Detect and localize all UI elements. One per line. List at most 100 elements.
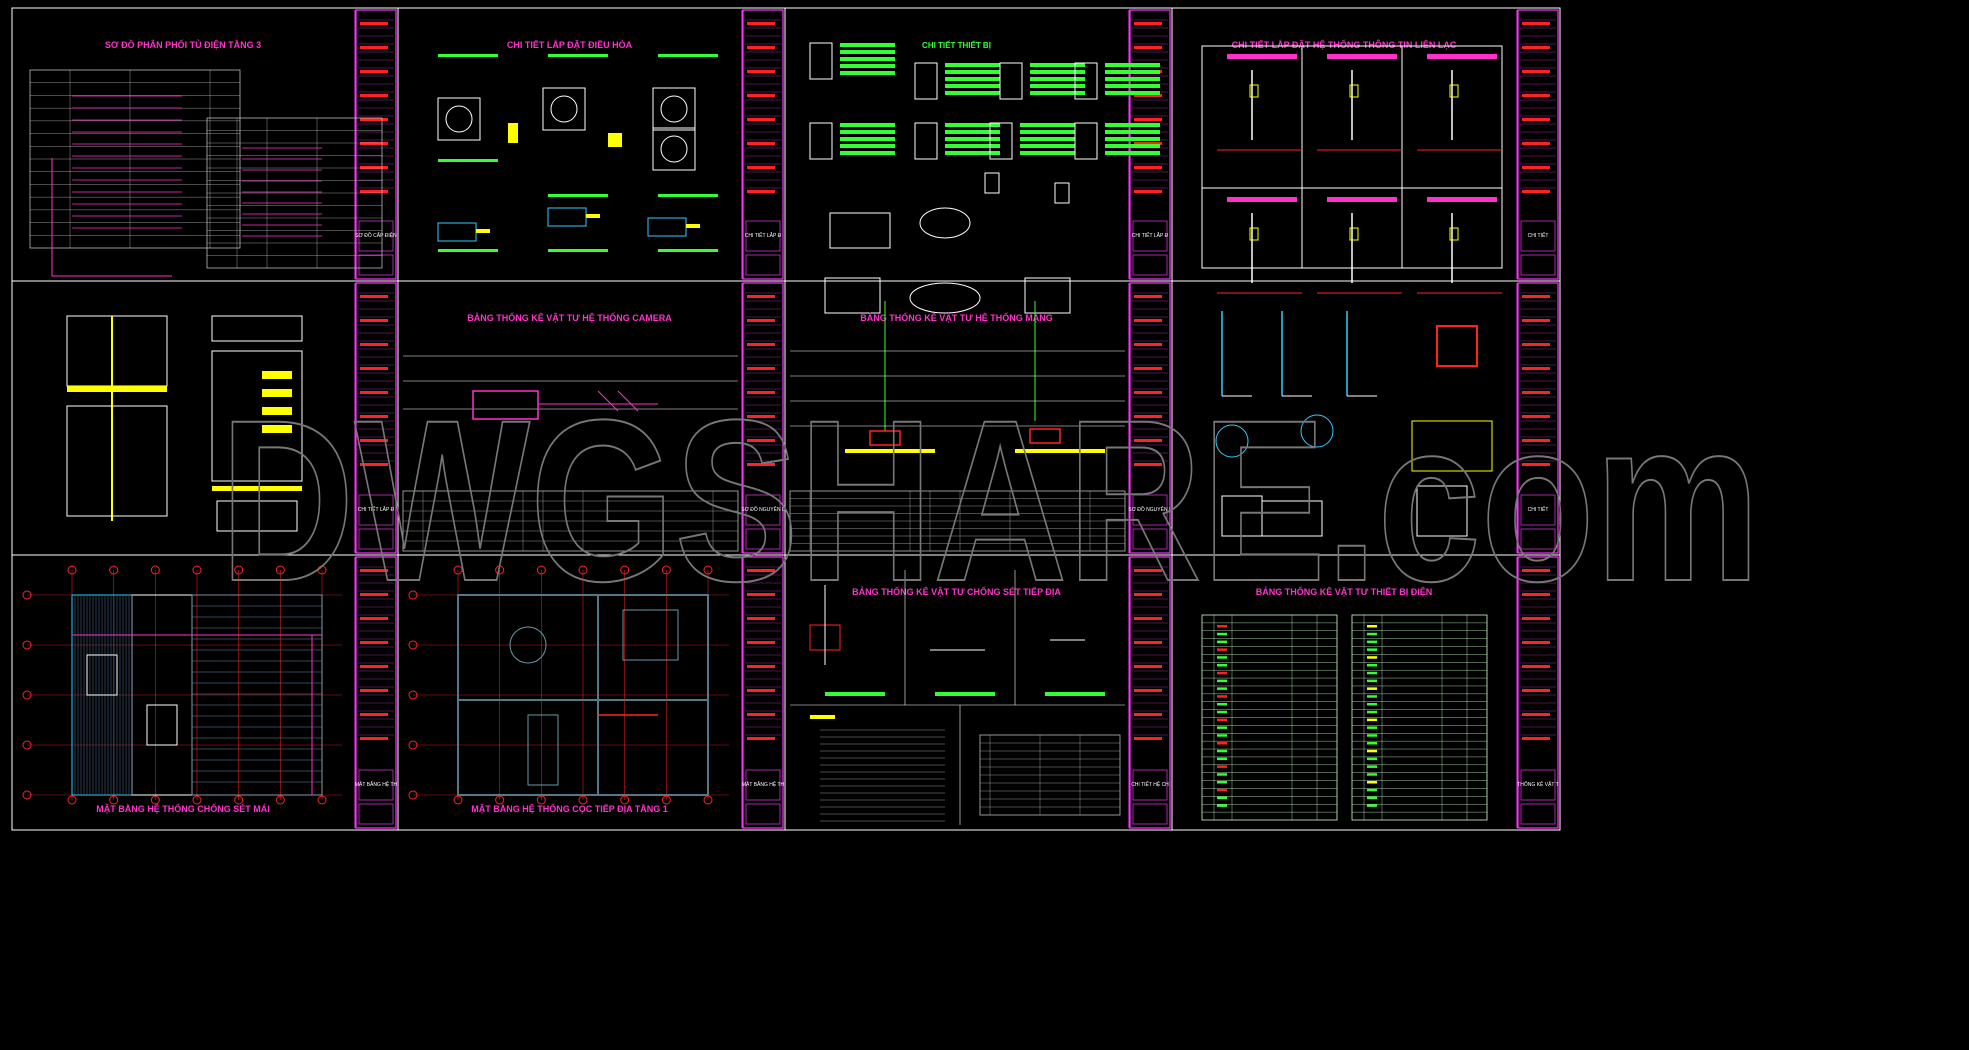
title-block-stamp (1522, 46, 1550, 49)
grid-bubble (234, 795, 244, 805)
title-block-stamp (360, 190, 388, 193)
label-bar (548, 249, 608, 252)
camera-cable (597, 390, 619, 412)
detail-caption-bar (1427, 197, 1497, 202)
title-block-name-box (745, 769, 781, 801)
spec-bar (1105, 77, 1160, 81)
fluorescent-fixture (824, 277, 881, 314)
title-block-stamp (747, 593, 775, 596)
symbol (1367, 632, 1377, 636)
title-block-stamp (747, 142, 775, 145)
symbol (1367, 726, 1377, 729)
symbol (1367, 749, 1377, 753)
breaker (809, 42, 833, 80)
label-bar (438, 159, 498, 162)
title-block-name-box (1132, 220, 1168, 252)
title-block-stamp (360, 22, 388, 25)
valve-box (1221, 495, 1263, 537)
spec-bar (1020, 144, 1075, 148)
spec-bar (1105, 137, 1160, 141)
title-block-stamp (747, 569, 775, 572)
title-block-stamp (360, 391, 388, 394)
symbol (1367, 656, 1377, 659)
title-block-label: CHI TIẾT LẮP Đ (745, 231, 782, 239)
symbol (1217, 781, 1227, 784)
sheet-border (397, 554, 786, 831)
title-block-frame (1517, 9, 1559, 280)
title-block-stamp (747, 94, 775, 97)
symbol (1367, 695, 1377, 698)
note-heading (810, 715, 835, 719)
ac-unit-stack (652, 127, 696, 171)
title-block-stamp (1134, 46, 1162, 49)
title-block-stamp (1134, 391, 1162, 394)
panel-table-1 (29, 69, 241, 249)
title-block-stamp (360, 713, 388, 716)
title-block-stamp (747, 713, 775, 716)
grid-bubble (317, 795, 327, 805)
title-block-stamp (360, 737, 388, 740)
grid-bubble (495, 565, 505, 575)
network-cabinet (1029, 428, 1061, 444)
camera-cable (617, 390, 639, 412)
spec-bar (1105, 151, 1160, 155)
breaker (1074, 122, 1098, 160)
symbol (1217, 648, 1227, 651)
spec-bar (945, 63, 1000, 67)
title-block-frame (1129, 282, 1171, 554)
camera-bom-table (402, 490, 739, 552)
grid-bubble (453, 565, 463, 575)
junction-box (829, 212, 891, 249)
title-block-stamp (747, 190, 775, 193)
title-block-stamp (1134, 295, 1162, 298)
sheet-title: MẶT BẰNG HỆ THỐNG CHỐNG SÉT MÁI (96, 803, 270, 814)
title-block-stamp (360, 142, 388, 145)
title-block-stamp (1134, 118, 1162, 121)
title-block-name-box (1520, 220, 1556, 252)
grid-bubble (317, 565, 327, 575)
label-bar (262, 371, 292, 379)
symbol (1217, 718, 1227, 722)
title-block-frame (1517, 282, 1559, 554)
title-block-label: SƠ ĐỒ CẤP ĐIỆN (355, 231, 397, 239)
fan-circle (445, 105, 473, 133)
spec-bar (840, 71, 895, 75)
title-block-label: THỐNG KÊ VẬT T (1517, 780, 1559, 788)
outlet (1249, 227, 1259, 241)
title-block-number-box (358, 254, 394, 276)
grid-bubble (22, 740, 32, 750)
title-block-stamp (747, 439, 775, 442)
title-block: THỐNG KÊ VẬT T (1516, 556, 1559, 829)
sofa-set (622, 609, 679, 661)
title-block-number-box (1132, 803, 1168, 825)
title-block-stamp (1522, 737, 1550, 740)
caption-bar (935, 692, 995, 696)
spec-bar (1030, 70, 1085, 74)
grid-bubble (275, 565, 285, 575)
title-block-stamp (360, 343, 388, 346)
label-bar (262, 407, 292, 415)
ac-unit (542, 87, 586, 131)
title-block-stamp (1134, 737, 1162, 740)
title-block-stamp (1134, 190, 1162, 193)
title-block-name-box (1132, 494, 1168, 526)
title-block-stamp (1134, 94, 1162, 97)
sheet-border (1171, 280, 1561, 556)
title-block-name-box (745, 220, 781, 252)
symbol (1367, 757, 1377, 761)
grid-bubble (536, 565, 546, 575)
title-block-stamp (1522, 391, 1550, 394)
title-block-frame (742, 282, 784, 554)
title-block: CHI TIẾT HỆ CH (1128, 556, 1171, 829)
grid-bubble (408, 590, 418, 600)
title-block-stamp (1522, 118, 1550, 121)
title-block-stamp (1134, 22, 1162, 25)
title-block-name-box (1520, 494, 1556, 526)
skylight (146, 704, 178, 746)
title-block-label: CHI TIẾT LẮP Đ (1132, 231, 1169, 239)
title-block: SƠ ĐỒ CẤP ĐIỆN (354, 9, 397, 280)
